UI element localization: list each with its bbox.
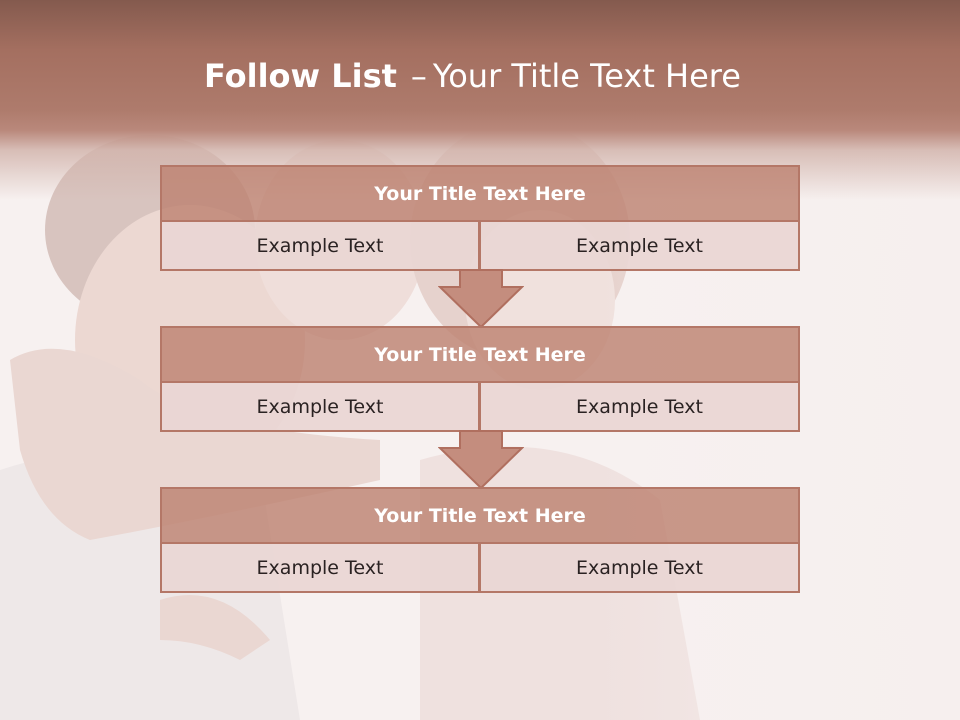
down-arrow-icon xyxy=(438,430,524,490)
down-arrow-icon xyxy=(438,269,524,329)
block-cell-left: Example Text xyxy=(160,544,480,593)
block-cell-right: Example Text xyxy=(480,222,800,271)
block-title: Your Title Text Here xyxy=(160,165,800,222)
block-cell-right: Example Text xyxy=(480,383,800,432)
slide-title: Follow List–Your Title Text Here xyxy=(0,54,945,98)
block-title: Your Title Text Here xyxy=(160,326,800,383)
title-bold-part: Follow List xyxy=(204,57,397,95)
block-cell-right: Example Text xyxy=(480,544,800,593)
block-cell-left: Example Text xyxy=(160,383,480,432)
block-title: Your Title Text Here xyxy=(160,487,800,544)
block-cell-left: Example Text xyxy=(160,222,480,271)
title-separator: – xyxy=(410,57,427,95)
title-rest: Your Title Text Here xyxy=(432,57,741,95)
